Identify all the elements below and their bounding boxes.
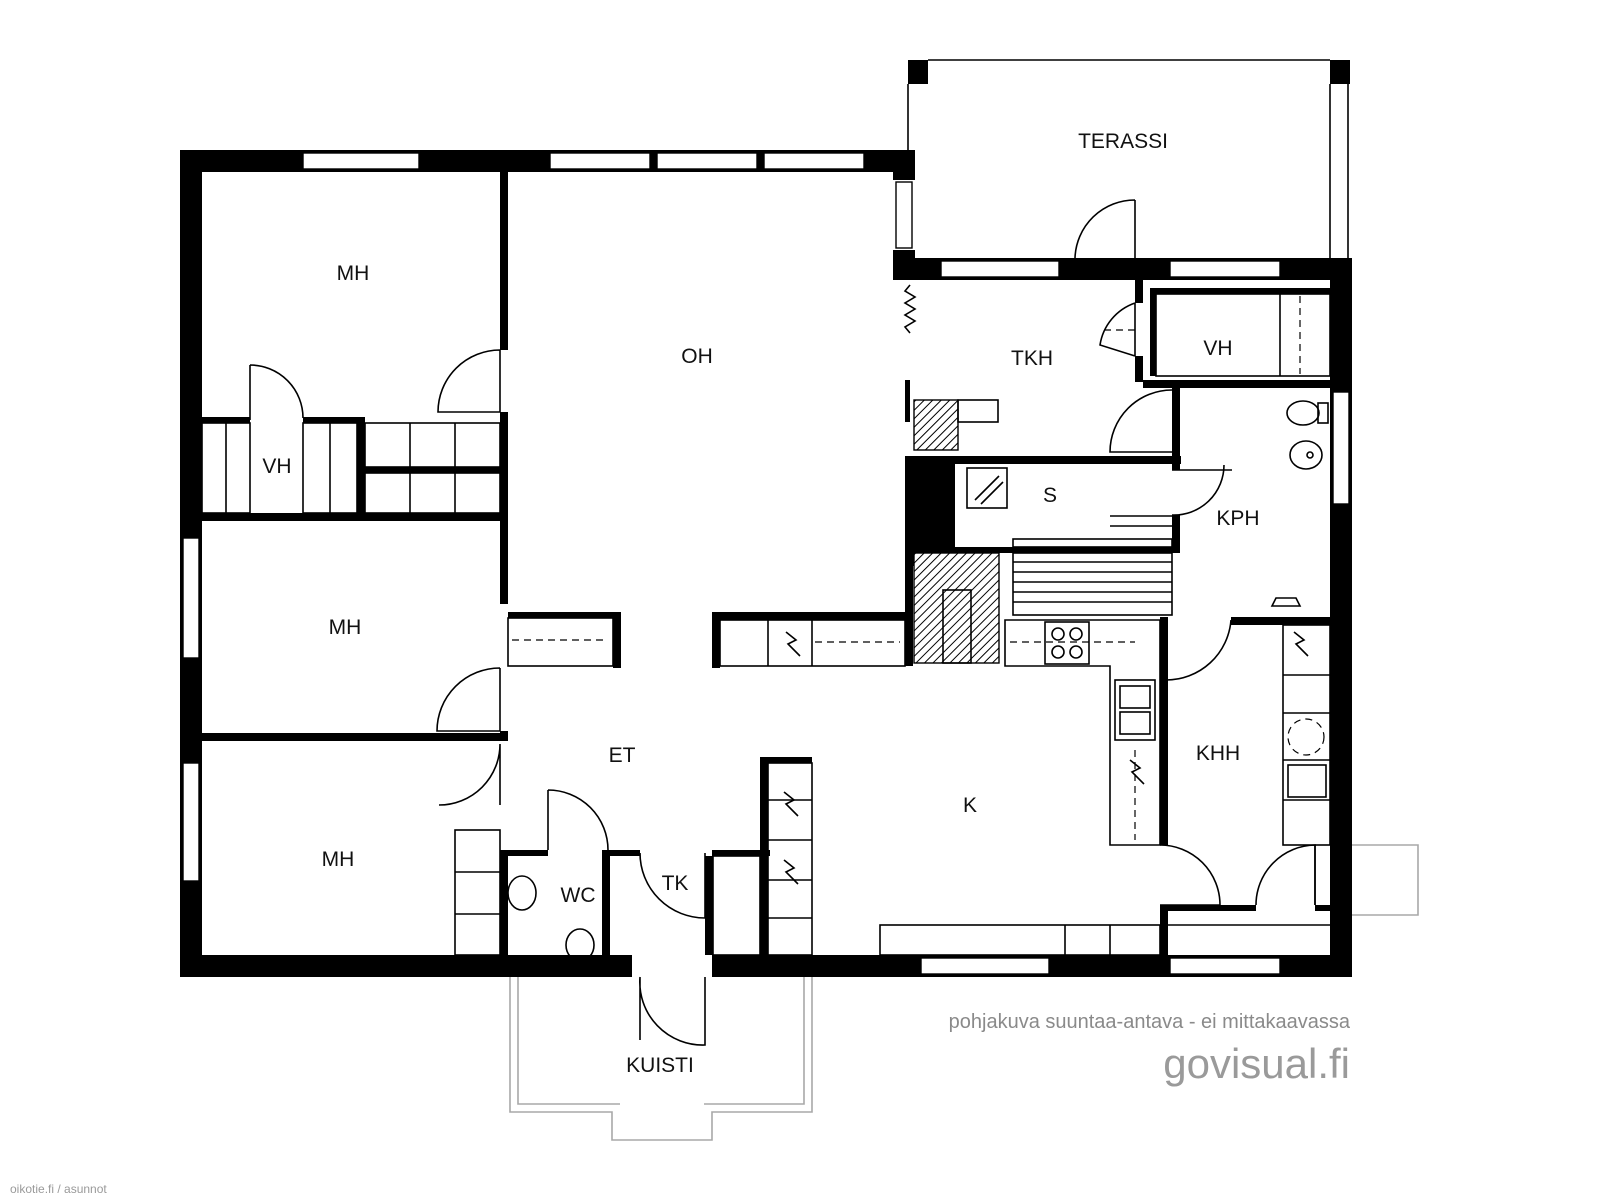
label-kuisti: KUISTI [626,1054,694,1077]
windows [182,152,1350,975]
khh-appliances [1282,624,1331,846]
electric-icon [783,791,799,817]
electric-icon [1129,759,1145,785]
credit-text: oikotie.fi / asunnot [10,1182,107,1196]
electric-icon [783,859,799,885]
label-tk: TK [662,872,689,895]
label-mh-middle: MH [329,616,362,639]
label-kph: KPH [1216,507,1259,530]
sauna-fireplace [913,399,1173,664]
electric-symbols [783,284,1309,885]
kitchen-counter [719,619,1330,956]
brand-logo-text: govisual.fi [1163,1040,1350,1087]
label-mh-bottom: MH [322,848,355,871]
label-vh-right: VH [1203,337,1232,360]
label-wc: WC [561,884,596,907]
label-tkh: TKH [1011,347,1053,370]
closets [201,293,1331,956]
label-terassi: TERASSI [1078,130,1168,153]
label-vh-left: VH [262,455,291,478]
interior-walls [202,172,1330,955]
label-mh-top: MH [337,262,370,285]
doors [249,199,1316,1046]
label-s: S [1043,484,1057,507]
label-oh: OH [681,345,713,368]
heater-zigzag [903,284,917,334]
bathroom-fixtures [507,400,1329,967]
label-k: K [963,794,977,817]
room-labels: TERASSI MH OH TKH VH VH S KPH MH ET KHH … [262,130,1259,1077]
porch-outline [509,844,1419,1141]
label-khh: KHH [1196,742,1240,765]
electric-icon [1293,631,1309,657]
terrace-outline [907,59,1349,258]
electric-icon [785,631,801,657]
label-et: ET [609,744,636,767]
disclaimer-text: pohjakuva suuntaa-antava - ei mittakaava… [949,1011,1351,1033]
